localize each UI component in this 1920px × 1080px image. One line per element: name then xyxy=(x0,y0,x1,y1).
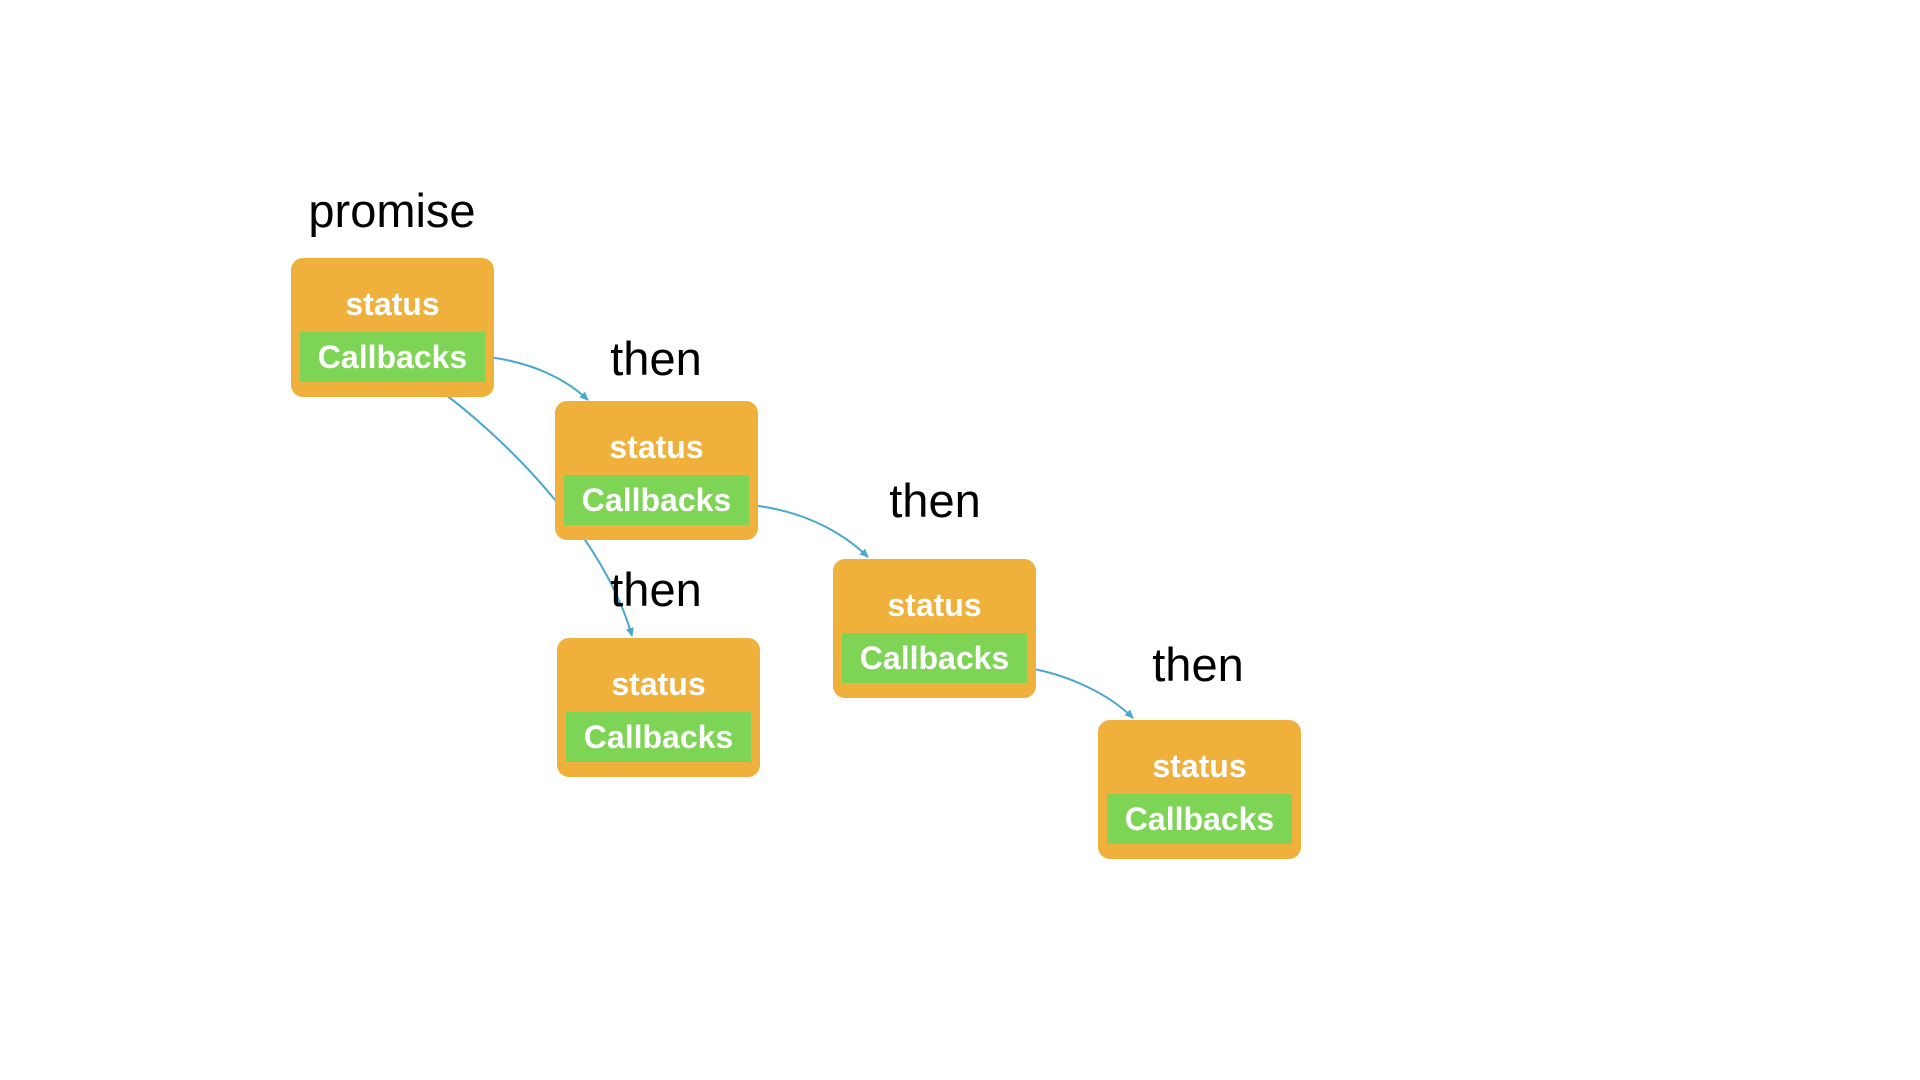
status-field: status xyxy=(611,666,706,702)
status-field: status xyxy=(609,429,704,465)
callbacks-field: Callbacks xyxy=(1107,794,1292,844)
callbacks-field: Callbacks xyxy=(564,475,749,525)
node-title-then1: then xyxy=(610,332,702,385)
callbacks-field: Callbacks xyxy=(300,332,485,382)
status-field: status xyxy=(1152,748,1247,784)
then-node-3: status Callbacks xyxy=(833,559,1036,698)
then-node-4: status Callbacks xyxy=(1098,720,1301,859)
node-title-then2: then xyxy=(610,563,702,616)
status-field: status xyxy=(887,587,982,623)
then-node-2: status Callbacks xyxy=(557,638,760,777)
status-field: status xyxy=(345,286,440,322)
callbacks-field: Callbacks xyxy=(842,633,1027,683)
callbacks-field: Callbacks xyxy=(566,712,751,762)
node-title-then4: then xyxy=(1152,638,1244,691)
promise-node: status Callbacks xyxy=(291,258,494,397)
then-node-1: status Callbacks xyxy=(555,401,758,540)
node-title-then3: then xyxy=(889,474,981,527)
node-title-promise: promise xyxy=(308,184,476,237)
